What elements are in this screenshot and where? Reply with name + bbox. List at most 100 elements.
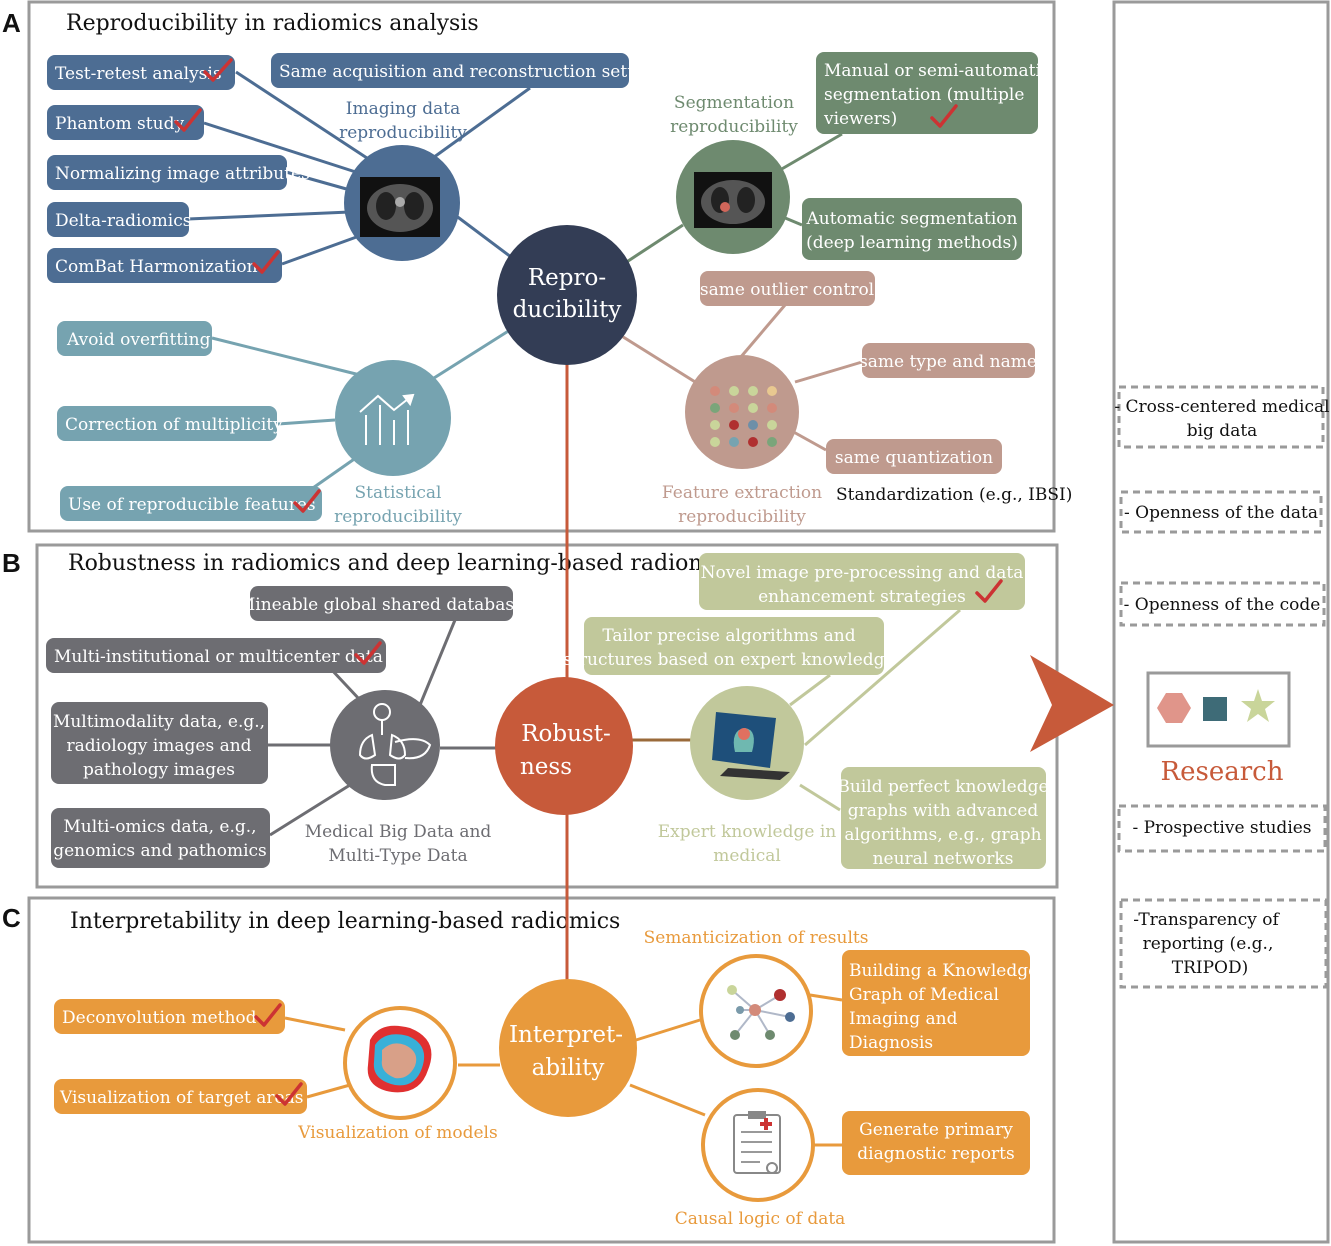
svg-text:- Cross-centered medical: - Cross-centered medical [1114,397,1329,417]
svg-text:algorithms, e.g., graph: algorithms, e.g., graph [844,825,1041,845]
arrow-right-icon [1030,655,1114,752]
svg-text:Multi-institutional or multice: Multi-institutional or multicenter data [54,647,383,667]
segmentation-label-line1: Segmentation [674,93,794,113]
statistical-label-line1: Statistical [355,483,442,503]
report-icon [701,1088,815,1202]
research-item-cross-centered: - Cross-centered medical big data [1114,385,1330,449]
svg-text:Repro-: Repro- [528,265,606,291]
feature-item-outlier: same outlier control [700,271,875,306]
svg-text:- Openness of the code: - Openness of the code [1124,595,1321,615]
feature-label-line2: reproducibility [678,507,806,527]
svg-text:Multimodality data, e.g.,: Multimodality data, e.g., [53,712,265,732]
bigdata-label-line2: Multi-Type Data [328,846,467,866]
imaging-item-acquisition: Same acquisition and reconstruction sett… [271,53,670,88]
organs-icon [330,690,440,800]
bigdata-item-multicenter: Multi-institutional or multicenter data [46,638,386,673]
check-icon [252,250,280,274]
heatmap-icon [343,1006,457,1120]
imaging-item-delta: Delta-radiomics [47,202,191,237]
check-icon [254,1003,282,1027]
svg-text:segmentation (multiple: segmentation (multiple [824,85,1024,105]
check-icon [354,641,382,665]
statistics-chart-icon [335,360,451,476]
svg-text:neural networks: neural networks [873,849,1014,869]
svg-text:genomics and pathomics: genomics and pathomics [53,841,267,861]
check-icon [930,104,958,128]
svg-text:Mineable global shared databas: Mineable global shared database [238,595,524,615]
svg-text:Automatic segmentation: Automatic segmentation [806,209,1018,229]
svg-text:reporting (e.g.,: reporting (e.g., [1143,934,1274,954]
svg-text:big data: big data [1187,421,1258,441]
svg-text:- Prospective studies: - Prospective studies [1132,818,1311,838]
svg-text:-Transparency of: -Transparency of [1133,910,1280,930]
svg-text:Correction of multiplicity: Correction of multiplicity [65,415,283,435]
standardization-note: Standardization (e.g., IBSI) [836,485,1072,505]
panel-label-c: C [2,903,21,933]
check-icon [174,108,202,132]
semantic-item-knowledge-graph: Building a Knowledge Graph of Medical Im… [842,950,1038,1056]
panel-label-b: B [2,548,21,578]
svg-text:Building a Knowledge: Building a Knowledge [849,961,1038,981]
research-frame [1112,0,1330,1244]
section-a-frame [27,0,1056,533]
svg-text:ComBat Harmonization: ComBat Harmonization [55,257,258,277]
svg-text:Test-retest analysis: Test-retest analysis [55,64,222,84]
svg-text:graphs with advanced: graphs with advanced [848,801,1039,821]
semantic-label: Semanticization of results [644,928,869,948]
section-c-title: Interpretability in deep learning-based … [70,909,620,934]
robustness-center-node: Robust- ness [495,677,633,815]
svg-text:Generate primary: Generate primary [859,1120,1013,1140]
svg-text:diagnostic reports: diagnostic reports [857,1144,1014,1164]
research-label: Research [1161,757,1284,787]
segmentation-item-manual: Manual or semi-automatic segmentation (m… [816,52,1050,134]
svg-text:Same acquisition and reconstru: Same acquisition and reconstruction sett… [279,62,670,82]
segmentation-item-automatic: Automatic segmentation (deep learning me… [802,198,1022,260]
bigdata-label-line1: Medical Big Data and [305,822,492,842]
visualization-item-target-areas: Visualization of target areas [54,1079,307,1114]
svg-text:structures based on expert kno: structures based on expert knowledge [563,650,894,670]
feature-label-line1: Feature extraction [662,483,822,503]
svg-text:Visualization of target areas: Visualization of target areas [59,1088,303,1108]
svg-text:Manual or semi-automatic: Manual or semi-automatic [824,61,1050,81]
expert-item-preprocessing: Novel image pre-processing and data enha… [699,553,1025,610]
panel-label-a: A [2,8,21,38]
reproducibility-center-node: Repro- ducibility [497,225,637,365]
section-c-frame [27,896,1056,1244]
svg-text:Use of reproducible features: Use of reproducible features [68,495,316,515]
svg-text:Delta-radiomics: Delta-radiomics [55,211,191,231]
expert-item-knowledge-graphs: Build perfect knowledge graphs with adva… [837,767,1049,869]
ct-scan-icon [344,145,460,261]
svg-text:Phantom study: Phantom study [55,114,184,134]
svg-text:Build perfect knowledge: Build perfect knowledge [837,777,1048,797]
ct-segmentation-icon [676,140,790,254]
section-b-title: Robustness in radiomics and deep learnin… [68,551,740,576]
svg-text:Graph of Medical: Graph of Medical [849,985,999,1005]
svg-text:ness: ness [520,754,572,780]
svg-text:radiology images and: radiology images and [66,736,251,756]
segmentation-label-line2: reproducibility [670,117,798,137]
research-item-open-data: - Openness of the data [1119,490,1323,534]
bigdata-item-multiomics: Multi-omics data, e.g., genomics and pat… [51,808,270,868]
feature-item-type-name: same type and name [859,343,1037,378]
statistical-item-reproducible-features: Use of reproducible features [60,486,322,521]
svg-text:ability: ability [532,1055,605,1081]
statistical-item-multiplicity: Correction of multiplicity [57,406,283,441]
svg-text:Tailor precise algorithms and: Tailor precise algorithms and [602,626,855,646]
svg-text:Diagnosis: Diagnosis [849,1033,933,1053]
svg-text:pathology images: pathology images [83,760,235,780]
svg-text:(deep learning methods): (deep learning methods) [806,233,1018,253]
causal-item-reports: Generate primary diagnostic reports [842,1111,1030,1175]
visualization-label: Visualization of models [297,1123,497,1143]
bigdata-item-global-database: Mineable global shared database [238,586,524,621]
expert-label-line1: Expert knowledge in [658,822,837,842]
svg-text:ducibility: ducibility [513,297,622,323]
imaging-label-line1: Imaging data [346,99,461,119]
monitor-icon [690,686,804,800]
check-icon [203,58,233,82]
svg-text:TRIPOD): TRIPOD) [1172,958,1249,978]
research-item-open-code: - Openness of the code [1119,581,1326,627]
svg-text:Interpret-: Interpret- [509,1022,623,1048]
research-shapes-icon [1146,671,1291,748]
research-item-prospective: - Prospective studies [1117,804,1327,853]
imaging-item-normalizing: Normalizing image attributes [47,155,310,190]
